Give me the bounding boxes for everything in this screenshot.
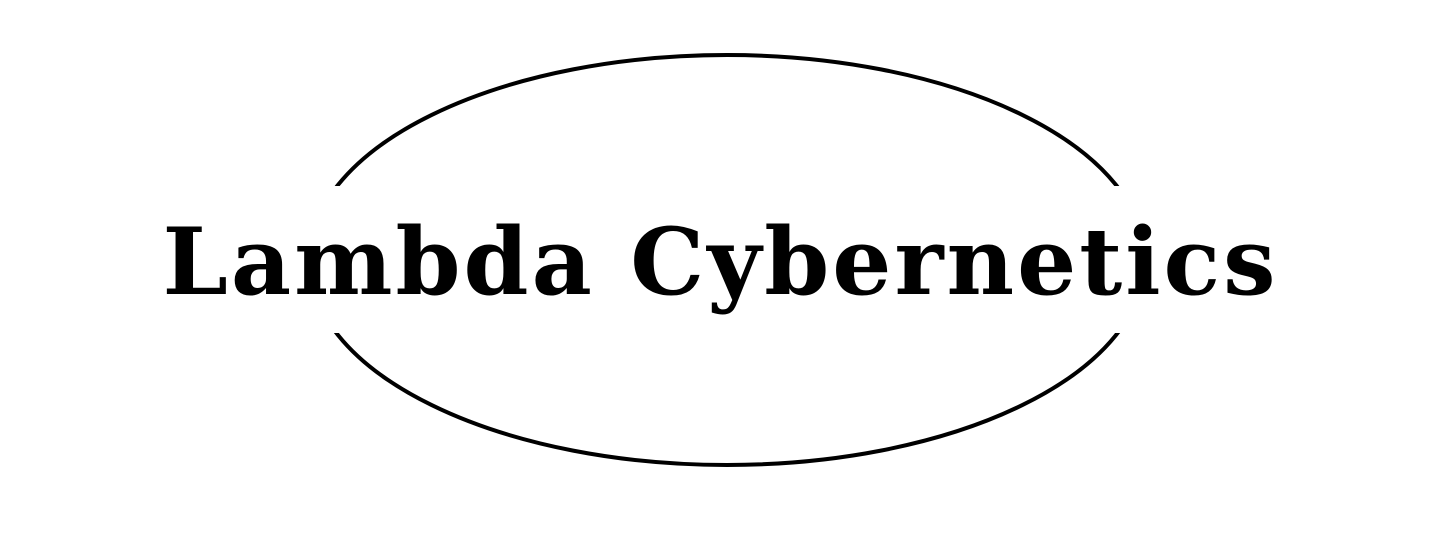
brand-name: Lambda Cybernetics [162,206,1279,316]
